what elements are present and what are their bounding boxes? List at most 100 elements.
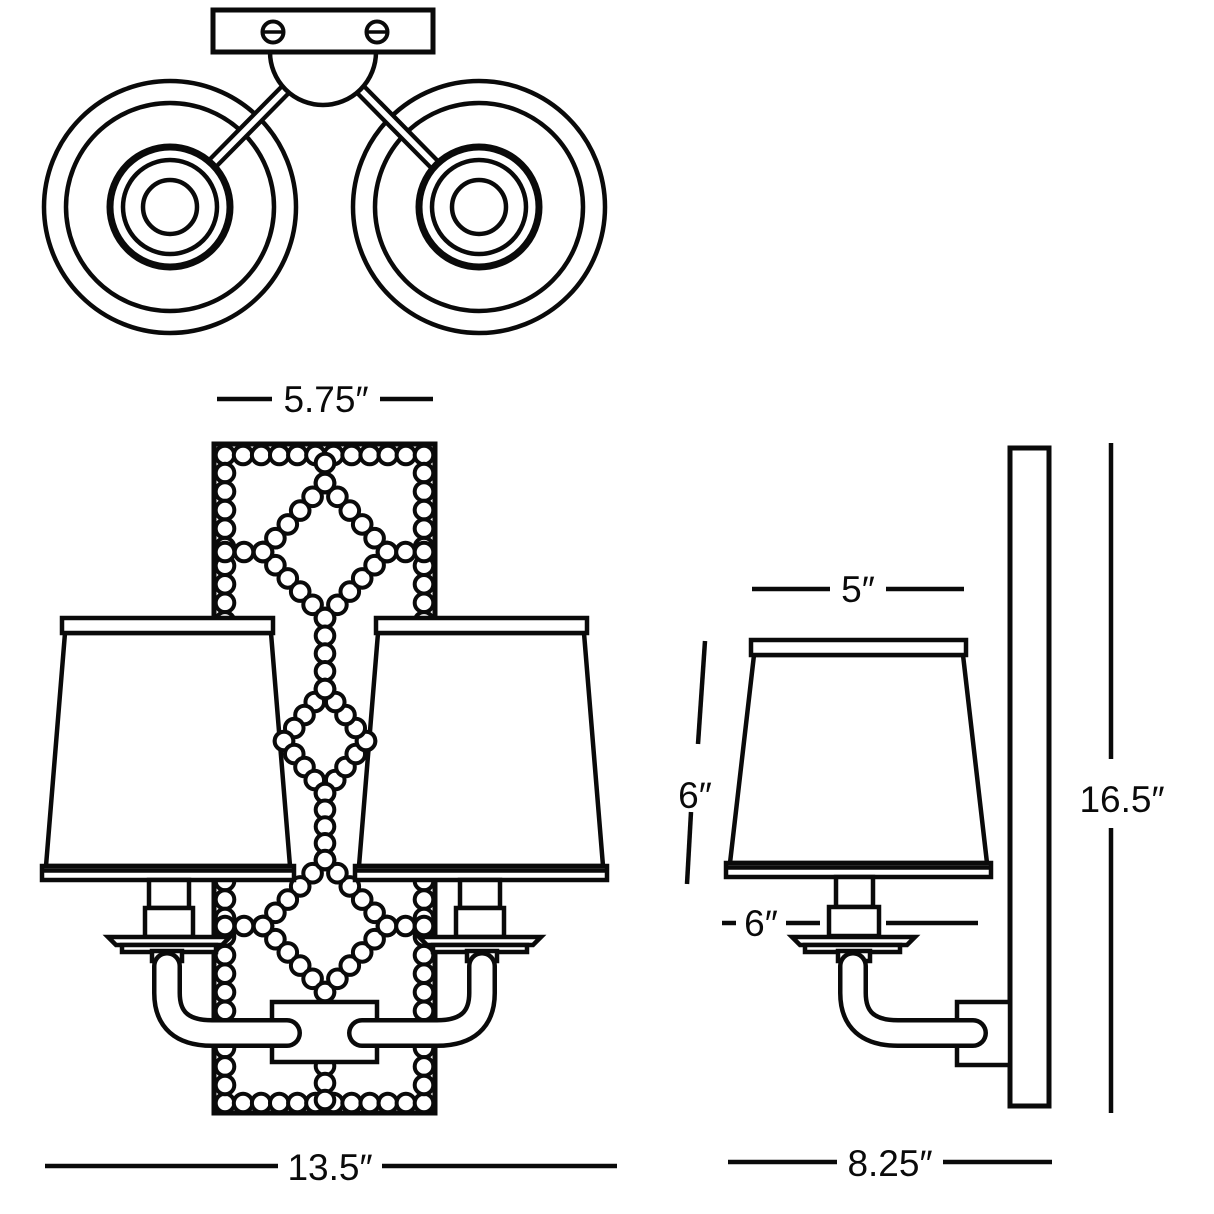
bead <box>412 980 436 1004</box>
bead <box>249 1091 273 1115</box>
bead <box>394 540 417 564</box>
canopy-dome <box>267 49 379 108</box>
bead <box>338 580 362 603</box>
side-shade <box>723 637 994 880</box>
bead <box>213 943 237 967</box>
right-shade-inner-circle <box>372 100 586 314</box>
bead <box>394 1091 418 1115</box>
bead <box>286 443 309 467</box>
bead <box>326 967 349 991</box>
bead <box>231 443 255 467</box>
dim-shade-top-width-label: 5″ <box>841 569 875 610</box>
bead <box>267 1091 291 1115</box>
bead <box>213 572 237 596</box>
bead <box>301 485 324 509</box>
right-candle-hub <box>415 143 543 271</box>
bead <box>286 1091 309 1115</box>
bead <box>363 901 386 925</box>
bead <box>394 914 417 938</box>
bead <box>394 443 418 467</box>
mounting-plate <box>210 7 436 55</box>
dim-backplate-width-label: 5.75″ <box>283 379 368 420</box>
bead <box>412 999 436 1023</box>
bead <box>412 1073 436 1097</box>
bead <box>213 1073 237 1097</box>
dim-backplate-width: 5.75″ <box>217 379 433 420</box>
dim-shade-height-label: 6″ <box>678 775 712 816</box>
bead <box>232 914 256 938</box>
bead <box>301 593 324 617</box>
bead <box>231 1091 255 1115</box>
front-arm-right <box>347 951 497 1048</box>
bead <box>358 443 382 467</box>
dim-fixture-width-label: 13.5″ <box>287 1147 372 1188</box>
bead <box>412 498 436 522</box>
bead <box>213 962 237 986</box>
bead <box>251 914 275 938</box>
dim-fixture-width: 13.5″ <box>45 1147 617 1188</box>
side-view: 5″ 6″ 6″ <box>678 443 1165 1184</box>
side-candle <box>786 874 921 964</box>
front-candle-right <box>413 877 547 964</box>
bead <box>213 461 237 485</box>
bead <box>412 443 436 467</box>
bead <box>249 443 273 467</box>
dim-fixture-height: 16.5″ <box>1079 443 1165 1113</box>
bead <box>338 499 362 522</box>
bead <box>288 580 312 603</box>
bead <box>363 927 386 951</box>
dim-shade-height: 6″ <box>678 640 712 885</box>
bead <box>350 513 374 536</box>
bead <box>350 941 374 964</box>
bead <box>213 443 237 467</box>
bead <box>350 567 374 590</box>
dim-fixture-height-label: 16.5″ <box>1079 779 1164 820</box>
bead <box>313 677 337 701</box>
bead <box>412 914 436 938</box>
bead <box>267 443 291 467</box>
front-view: 5.75″ <box>39 379 617 1188</box>
bead <box>213 591 237 615</box>
dim-fixture-depth-label: 8.25″ <box>847 1143 932 1184</box>
left-candle-hub <box>106 143 234 271</box>
bead <box>213 888 237 911</box>
bead <box>412 943 436 967</box>
bead <box>412 888 436 911</box>
bead <box>313 848 337 872</box>
bead <box>301 967 324 991</box>
bead <box>213 1091 237 1115</box>
bead <box>326 485 349 509</box>
bead <box>340 1091 363 1115</box>
bead <box>213 999 237 1023</box>
bead <box>213 914 237 938</box>
top-view <box>41 7 608 336</box>
dim-fixture-depth: 8.25″ <box>728 1143 1052 1184</box>
bead <box>412 480 436 503</box>
bead <box>276 941 300 964</box>
bead <box>358 1091 382 1115</box>
bead <box>276 567 300 590</box>
bead <box>363 526 386 550</box>
dim-extension-label: 6″ <box>744 903 778 944</box>
bead <box>264 927 287 951</box>
bead <box>313 471 337 495</box>
bead <box>213 498 237 522</box>
bead <box>412 461 436 485</box>
bead <box>301 861 324 885</box>
bead <box>412 572 436 596</box>
bead <box>232 540 256 564</box>
bead <box>326 593 349 617</box>
bead <box>313 451 337 475</box>
bead <box>288 954 312 977</box>
bead <box>350 888 374 911</box>
bead <box>264 901 287 925</box>
top-view-arm-right <box>355 84 441 171</box>
bead <box>412 540 436 564</box>
bead <box>412 1091 436 1115</box>
mount-screw-right <box>364 19 390 45</box>
mount-screw-left <box>260 19 286 45</box>
front-arm-left <box>152 951 302 1048</box>
bead <box>375 540 399 564</box>
bead <box>213 980 237 1004</box>
